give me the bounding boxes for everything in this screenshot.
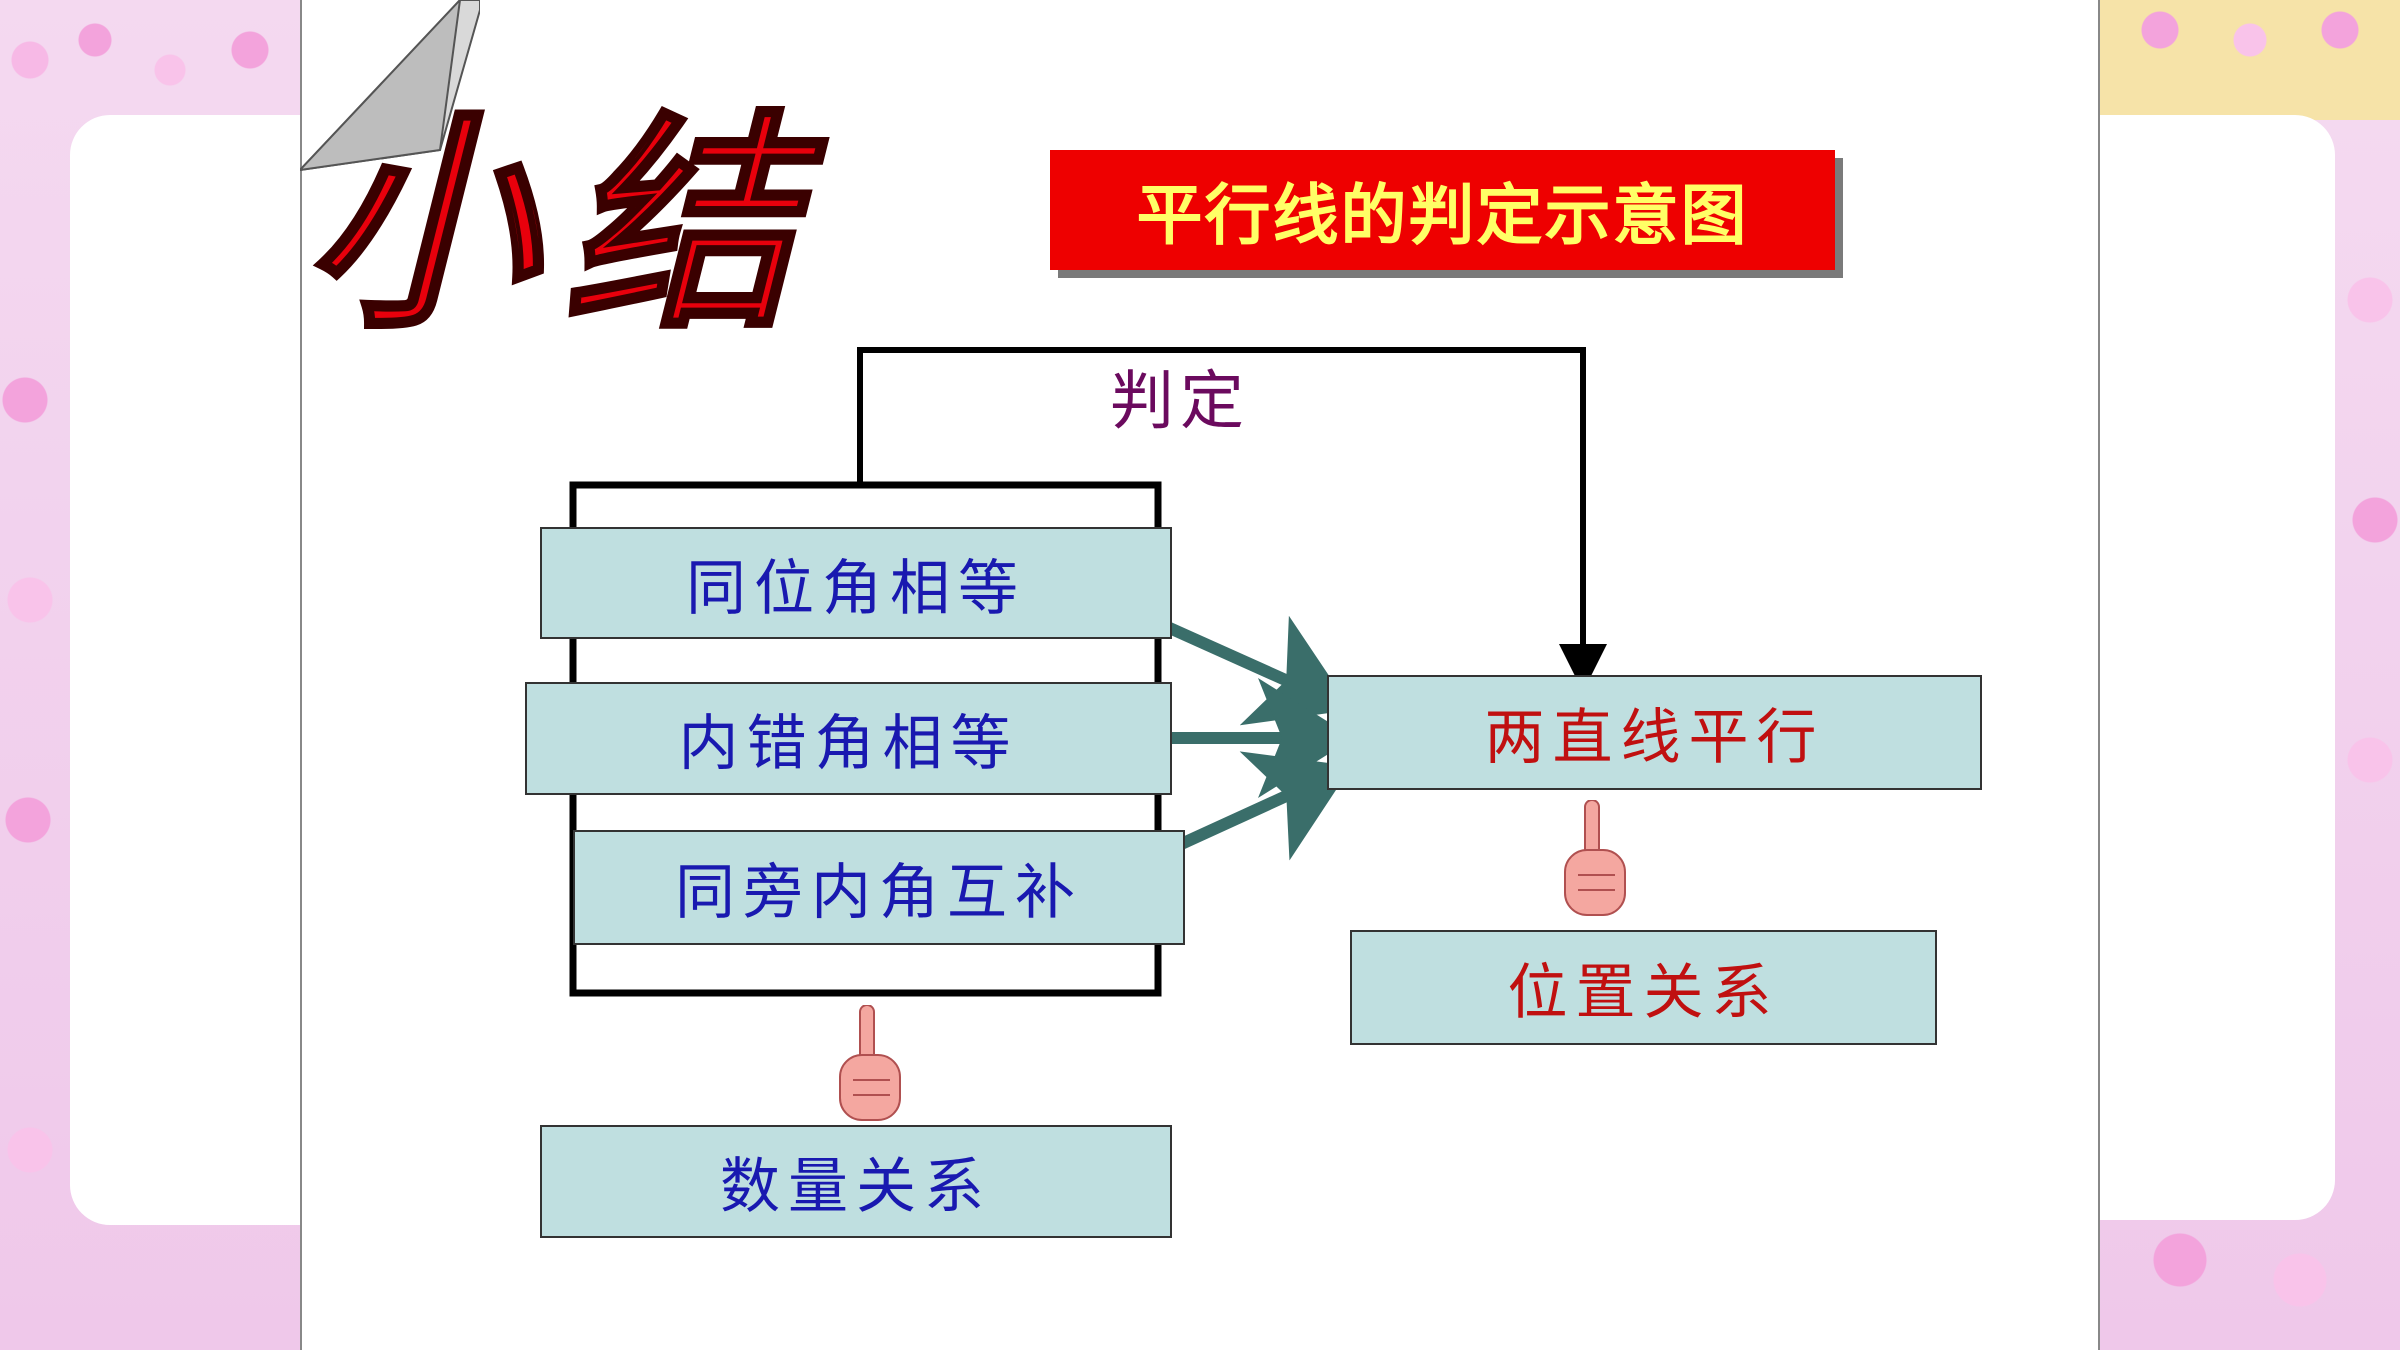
left-border-inner-panel [70,115,305,1225]
result-parallel-lines-box: 两直线平行 [1327,675,1982,790]
right-floral-border [2100,0,2400,1350]
judge-label: 判定 [1110,365,1250,439]
condition-corresponding-angles: 同位角相等 [540,527,1172,639]
pointing-hand-icon [839,1005,901,1121]
position-relation-box: 位置关系 [1350,930,1937,1045]
summary-title-art: 小结 [303,88,828,362]
summary-title-text: 小结 [305,90,828,360]
condition-cointerior-angles: 同旁内角互补 [573,830,1185,945]
pointing-hand-icon [1564,800,1626,916]
page-curl-corner [300,0,480,172]
diagram-title-banner: 平行线的判定示意图 [1050,150,1835,270]
left-floral-border [0,0,305,1350]
judge-bracket-line [857,347,1607,692]
quantity-relation-box: 数量关系 [540,1125,1172,1238]
right-border-inner-panel [2100,115,2335,1220]
condition-alternate-angles: 内错角相等 [525,682,1172,795]
